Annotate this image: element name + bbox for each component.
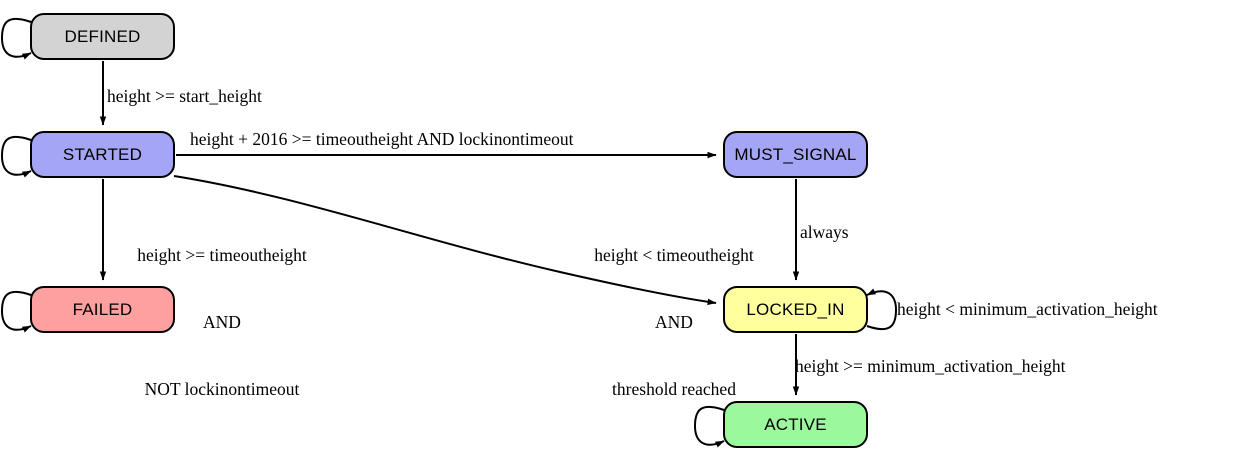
state-label-active: ACTIVE [764,414,827,434]
edge-label-defined-started: height >= start_height [107,86,262,106]
edge-label-locked-in-active: height >= minimum_activation_height [795,356,1066,376]
edge-label-started-failed-line1: height >= timeoutheight [137,245,307,266]
self-loop-failed [0,290,32,333]
edge-label-started-must-signal: height + 2016 >= timeoutheight AND locki… [190,129,574,149]
state-node-defined[interactable]: DEFINED [30,13,175,60]
edge-label-started-failed-line2: AND [203,312,241,333]
edge-label-started-failed: height >= timeoutheight AND NOT lockinon… [100,200,344,444]
state-label-must-signal: MUST_SIGNAL [734,144,857,164]
state-node-started[interactable]: STARTED [30,131,175,178]
state-node-must-signal[interactable]: MUST_SIGNAL [723,131,868,178]
state-label-locked-in: LOCKED_IN [746,299,845,319]
edge-label-started-locked-in: height < timeoutheight AND threshold rea… [563,200,785,444]
edge-label-locked-in-self: height < minimum_activation_height [897,299,1158,319]
state-label-defined: DEFINED [64,26,141,46]
self-loop-defined [0,17,32,60]
edge-label-started-locked-in-line3: threshold reached [612,378,736,399]
self-loop-active [693,405,725,448]
state-node-active[interactable]: ACTIVE [723,401,868,448]
state-node-locked-in[interactable]: LOCKED_IN [723,286,868,333]
state-node-failed[interactable]: FAILED [30,286,175,333]
edge-label-started-failed-line3: NOT lockinontimeout [144,378,300,399]
edge-started-locked-in [173,175,717,305]
self-loop-started [0,135,32,178]
self-loop-locked-in [866,288,898,331]
edge-label-started-locked-in-line2: AND [655,312,693,333]
state-label-failed: FAILED [72,299,133,319]
edge-label-started-locked-in-line1: height < timeoutheight [594,245,754,266]
edge-label-must-signal-locked-in: always [800,222,849,242]
state-label-started: STARTED [62,144,143,164]
